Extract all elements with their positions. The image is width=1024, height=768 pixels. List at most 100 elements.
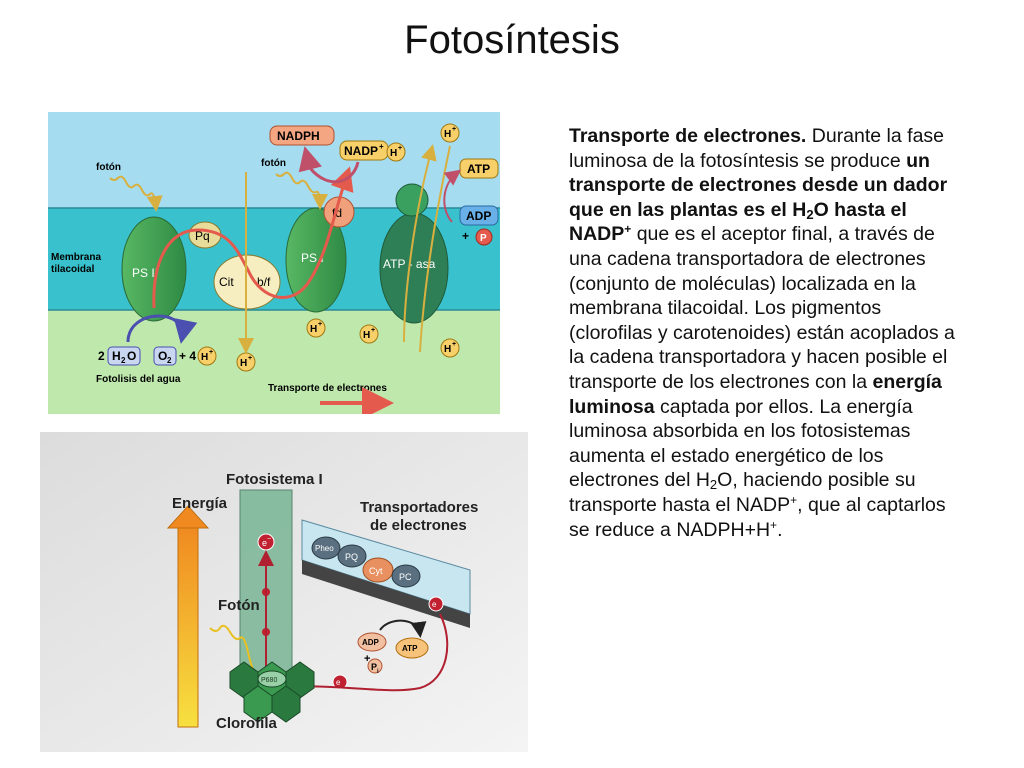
- nadp-sup: +: [379, 142, 384, 151]
- svg-text:Pheo: Pheo: [315, 544, 334, 553]
- transporters-label-2: de electrones: [370, 517, 467, 534]
- svg-text:PC: PC: [399, 572, 412, 582]
- svg-text:e: e: [262, 538, 267, 548]
- plus4-label: + 4: [179, 349, 196, 363]
- svg-text:H: H: [112, 349, 121, 363]
- photon-label: Fotón: [218, 597, 260, 614]
- pq-carrier: [337, 544, 367, 568]
- atp-label: ATP: [467, 162, 490, 176]
- proton-badge: H+: [386, 142, 406, 162]
- proton-badge: H+: [359, 324, 379, 344]
- atp-box: [459, 158, 499, 179]
- photon-label-1: fotón: [96, 162, 121, 173]
- svg-text:ATP: ATP: [402, 644, 418, 653]
- energy-label: Energía: [172, 495, 228, 512]
- svg-text:H: H: [444, 344, 451, 355]
- svg-text:O: O: [127, 349, 136, 363]
- svg-text:H: H: [240, 358, 247, 369]
- photolysis-label: Fotolisis del agua: [96, 374, 181, 385]
- cit-label: Cit: [219, 275, 234, 289]
- proton-badge: H+: [440, 123, 460, 143]
- slide-title: Fotosíntesis: [404, 18, 620, 62]
- proton-badge: H+: [197, 346, 217, 366]
- svg-text:+: +: [318, 321, 322, 328]
- photon-label-2: fotón: [261, 158, 286, 169]
- svg-text:Cyt: Cyt: [369, 566, 383, 576]
- water-split-arrow: [126, 314, 198, 344]
- thylakoid-membrane-diagram: PS II Pq Cit b/f PS I fd ATP - asa Membr…: [48, 112, 500, 414]
- svg-text:+: +: [209, 349, 213, 356]
- o2-box: [153, 346, 177, 366]
- photon-arrow-2: [275, 171, 328, 210]
- plus-label: +: [462, 229, 469, 243]
- description-paragraph: Transporte de electrones. Durante la fas…: [569, 125, 955, 541]
- adp-box: [459, 205, 499, 226]
- proton-badge: H+: [236, 352, 256, 372]
- two-label: 2: [98, 349, 105, 363]
- chlorophyll-label: Clorofila: [216, 715, 277, 732]
- svg-text:H: H: [390, 148, 397, 159]
- svg-text:H: H: [201, 352, 208, 363]
- membrane-label-1: Membrana: [51, 252, 101, 263]
- electron-badge: e: [428, 596, 444, 612]
- svg-text:i: i: [377, 669, 379, 675]
- svg-text:PQ: PQ: [345, 552, 358, 562]
- text-heading: Transporte de electrones.: [569, 125, 807, 147]
- cyt-carrier: [362, 557, 394, 583]
- nadph-label: NADPH: [277, 129, 320, 143]
- energy-scale-arrowhead: [166, 505, 210, 529]
- svg-text:P: P: [371, 662, 377, 672]
- adp-atp-arrow: [379, 619, 427, 638]
- ps2-label: PS II: [132, 266, 158, 280]
- svg-text:2: 2: [167, 356, 172, 365]
- ps1-label: PS I: [301, 251, 324, 265]
- bf-label: b/f: [257, 275, 271, 289]
- svg-text:H: H: [363, 330, 370, 341]
- pheo-carrier: [311, 536, 341, 560]
- svg-text:+: +: [248, 355, 252, 362]
- pc-carrier: [391, 564, 421, 588]
- photosystem-energy-diagram: Energía Fotosistema I Transportadores de…: [40, 432, 528, 752]
- photosystem-label: Fotosistema I: [226, 471, 323, 488]
- electron-badge: e: [332, 674, 348, 690]
- pq-label: Pq: [195, 229, 210, 243]
- svg-text:O: O: [158, 349, 167, 363]
- return-electron-path: [284, 613, 449, 695]
- adp-atp-arrow: [443, 169, 462, 223]
- svg-text:e: e: [432, 600, 437, 609]
- svg-text:ADP: ADP: [362, 638, 380, 647]
- nadph-box: [269, 125, 335, 146]
- svg-text:e: e: [336, 678, 341, 687]
- membrane-label-2: tilacoidal: [51, 264, 95, 275]
- svg-text:H: H: [310, 324, 317, 335]
- proton-badge: H+: [440, 338, 460, 358]
- svg-text:+: +: [452, 126, 456, 133]
- proton-arrow: [403, 144, 437, 343]
- svg-text:P680: P680: [261, 677, 277, 684]
- svg-text:2: 2: [121, 356, 126, 365]
- adp-label: ADP: [466, 209, 491, 223]
- svg-text:+: +: [398, 145, 402, 152]
- svg-text:+: +: [364, 653, 370, 665]
- atp-badge: [395, 637, 429, 659]
- transport-legend-label: Transporte de electrones: [268, 383, 387, 394]
- proton-badge: H+: [306, 318, 326, 338]
- svg-text:+: +: [371, 327, 375, 334]
- svg-text:−: −: [267, 536, 271, 543]
- chlorophyll-cluster: P680: [229, 661, 315, 723]
- phosphate-badge: [475, 228, 493, 246]
- electron-path: [152, 166, 354, 309]
- nadp-to-nadph-arrow: [298, 146, 360, 184]
- h2o-box: [107, 346, 141, 366]
- svg-text:+: +: [452, 341, 456, 348]
- nadp-label: NADP: [344, 144, 378, 158]
- photon-wave: [209, 624, 255, 671]
- p-label: P: [480, 233, 487, 244]
- svg-text:H: H: [444, 129, 451, 140]
- photon-arrow-1: [109, 175, 163, 212]
- adp-badge: [357, 632, 387, 652]
- energy-scale-bar: [177, 526, 199, 728]
- pi-badge: [367, 658, 383, 674]
- atp-synthase-head: [395, 183, 429, 217]
- transporters-label-1: Transportadores: [360, 499, 478, 516]
